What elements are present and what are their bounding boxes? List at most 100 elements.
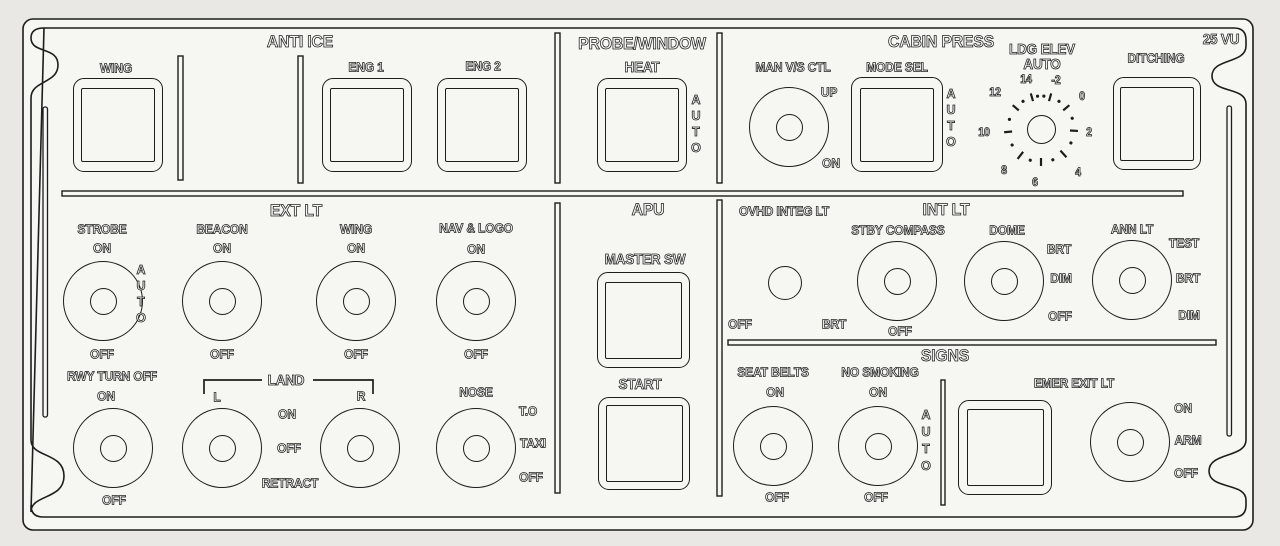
probe-window-heat-button[interactable] [597,78,687,172]
mode-sel-label: MODE SEL [866,59,929,75]
land-off-label: OFF [277,440,302,456]
dome-brt-label: BRT [1046,241,1072,257]
rwy-turn-off-on-label: ON [97,388,116,404]
no-smoking-knob[interactable] [838,406,918,486]
no-smoking-auto-label: AUTO [921,408,932,474]
panel-id-tag: 25 VU [1202,32,1240,49]
rwy-turn-off-knob[interactable] [73,408,153,488]
ldg-elev-knob[interactable] [1027,115,1056,144]
apu-title: APU [631,200,665,220]
signs-divider [727,339,1217,346]
knob-center [1118,266,1146,294]
apu-master-sw-button[interactable] [597,272,690,368]
ovhd-integ-lt-knob[interactable] [768,266,802,300]
strobe-auto-label: AUTO [136,263,147,326]
wing-anti-ice-button[interactable] [73,78,163,172]
ldg-elev-dial-ticks [1004,93,1079,166]
land-label: LAND [267,373,305,390]
emer-exit-lt-knob[interactable] [1090,402,1170,482]
dome-off-label: OFF [1048,308,1073,324]
stby-compass-off-label: OFF [888,323,913,339]
apu-start-label: START [618,377,662,394]
land-r-label: R [356,388,366,404]
ovhd-integ-brt-label: BRT [821,316,847,332]
strobe-on-label: ON [93,240,112,256]
eng2-anti-ice-button[interactable] [437,78,527,172]
apu-start-button[interactable] [598,397,690,490]
knob-center [89,287,117,315]
seat-belts-knob[interactable] [733,406,813,486]
beacon-off-label: OFF [210,346,235,362]
knob-center [462,434,490,462]
land-bracket [203,379,374,394]
land-r-knob[interactable] [320,408,400,488]
wing-lt-knob[interactable] [316,261,396,341]
mode-sel-button-face [860,87,934,162]
ext-lt-title: EXT LT [269,201,323,221]
emer-exit-on-label: ON [1174,400,1193,416]
land-l-knob[interactable] [182,408,262,488]
nav-logo-on-label: ON [467,241,486,257]
knob-center [208,434,236,462]
ldg-elev-scale-8: 8 [1001,165,1008,178]
nav-logo-off-label: OFF [464,346,489,362]
wing-lt-on-label: ON [347,240,366,256]
ann-lt-knob[interactable] [1092,240,1172,320]
mode-sel-button[interactable] [851,77,943,172]
wing-anti-ice-label: WING [99,60,133,76]
emer-exit-lt-button[interactable] [958,400,1052,495]
right-groove [1226,105,1233,437]
eng1-anti-ice-label: ENG 1 [348,59,384,75]
eng1-anti-ice-button-face [330,88,404,162]
ldg-elev-scale-4: 4 [1075,167,1082,180]
wing-anti-ice-button-face [81,88,155,162]
knob-center [346,434,374,462]
heat-label: HEAT [624,60,660,77]
man-vs-up-label: UP [820,84,838,100]
wing-lt-label: WING [339,221,373,237]
knob-center [342,287,370,315]
beacon-knob[interactable] [182,261,262,341]
strobe-knob[interactable] [63,261,143,341]
nav-logo-knob[interactable] [436,261,516,341]
apu-master-sw-label: MASTER SW [604,252,686,269]
apu-start-button-face [605,405,683,482]
nose-taxi-label: TAXI [520,435,547,451]
cabin-press-title: CABIN PRESS [887,32,995,52]
rwy-turn-off-label: RWY TURN OFF [66,368,158,384]
knob-center [99,434,127,462]
no-smoking-off-label: OFF [864,489,889,505]
knob-center [208,287,236,315]
man-vs-ctl-knob[interactable] [749,87,829,167]
dome-dim-label: DIM [1050,270,1073,286]
strobe-off-label: OFF [90,346,115,362]
man-vs-on-label: ON [822,155,841,171]
seat-belts-label: SEAT BELTS [737,364,810,380]
ovhd-integ-off-label: OFF [728,316,753,332]
mode-sel-auto-label: AUTO [946,87,957,150]
ldg-elev-scale-10: 10 [978,127,990,140]
probe-window-heat-button-face [605,88,679,162]
dome-knob[interactable] [964,241,1044,321]
anti-ice-title: ANTI ICE [266,32,334,52]
stby-compass-knob[interactable] [857,241,937,321]
ditching-button[interactable] [1113,77,1201,170]
nose-knob[interactable] [436,408,516,488]
man-vs-ctl-label: MAN V/S CTL [755,59,831,75]
ditching-label: DITCHING [1127,50,1185,66]
nav-logo-label: NAV & LOGO [439,220,514,236]
emer-exit-arm-label: ARM [1174,432,1202,448]
apu-master-sw-button-face [605,281,682,359]
nose-off-label: OFF [519,469,544,485]
knob-center [864,432,892,460]
knob-center [759,432,787,460]
dome-label: DOME [989,222,1025,238]
ovhd-integ-lt-label: OVHD INTEG LT [738,203,830,219]
ldg-elev-scale-0: 0 [1079,91,1086,104]
strobe-label: STROBE [77,221,127,237]
emer-exit-off-label: OFF [1174,465,1199,481]
ldg-elev-scale-6: 6 [1032,177,1039,190]
probe-window-title: PROBE/WINDOW [578,34,707,54]
eng1-anti-ice-button[interactable] [322,78,412,172]
